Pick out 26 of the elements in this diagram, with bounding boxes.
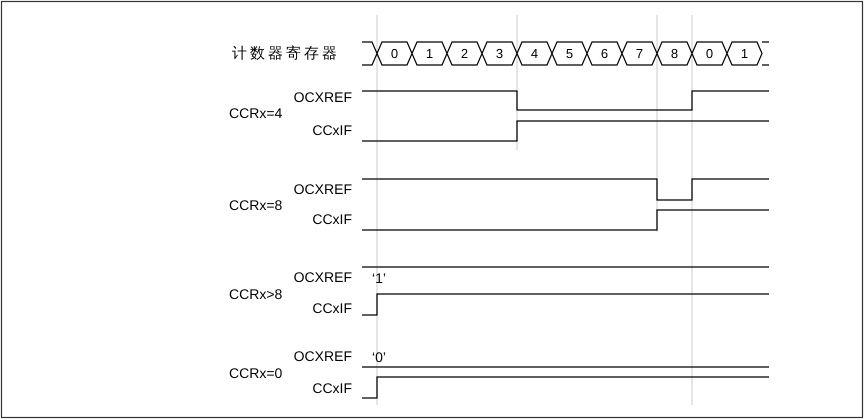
bus-value-cell: 0	[377, 42, 412, 65]
signal-label: CCRx=4	[229, 106, 282, 120]
signal-label: OCXREF	[294, 182, 352, 196]
bus-value-cell: 6	[587, 42, 622, 65]
signal-label: OCXREF	[294, 270, 352, 284]
row-label: 计数器寄存器	[232, 46, 340, 61]
bus-value-cell: 1	[727, 42, 762, 65]
bus-value-cell: 0	[692, 42, 727, 65]
signal-label: CCxIF	[312, 212, 352, 226]
signal-label: CCxIF	[312, 123, 352, 137]
signal-label: CCxIF	[312, 301, 352, 315]
bus-value-cell: 3	[482, 42, 517, 65]
bus-value-cell: 8	[657, 42, 692, 65]
level-value: ‘1’	[372, 271, 386, 285]
bus-value-cell: 4	[517, 42, 552, 65]
signal-label: OCXREF	[294, 349, 352, 363]
bus-value-cell: 5	[552, 42, 587, 65]
signal-label: CCxIF	[312, 381, 352, 395]
level-value: ‘0’	[372, 350, 386, 364]
signal-label: CCRx=0	[229, 366, 282, 380]
bus-value-cell: 2	[447, 42, 482, 65]
signal-label: CCRx>8	[229, 287, 282, 301]
bus-value-cell: 7	[622, 42, 657, 65]
bus-value-cell: 1	[412, 42, 447, 65]
signal-label: OCXREF	[294, 90, 352, 104]
signal-label: CCRx=8	[229, 198, 282, 212]
